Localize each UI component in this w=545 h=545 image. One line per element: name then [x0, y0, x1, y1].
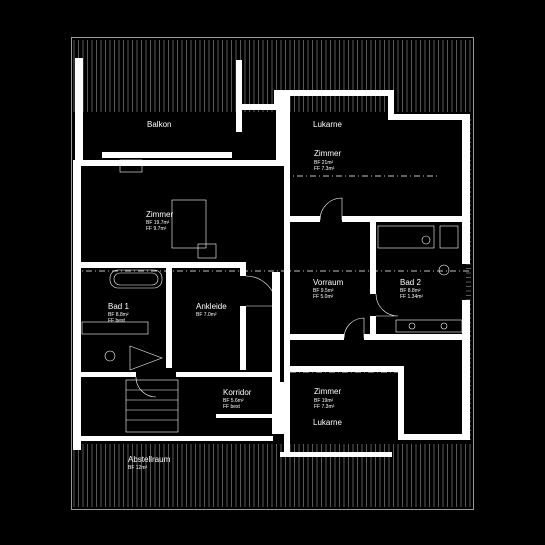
ankleide-label: Ankleide: [196, 302, 227, 311]
zimmer-top-right-bf: BF 21m²: [314, 160, 334, 166]
walls: [73, 58, 470, 457]
bad2-label: Bad 2: [400, 278, 421, 287]
bad2-ff: FF 1.34m²: [400, 294, 423, 300]
zimmer-top-right-ff: FF 7.3m²: [314, 166, 335, 172]
stairs-icon: [125, 379, 179, 433]
zimmer-bottom-right-ff: FF 7.3m²: [314, 404, 335, 410]
korridor-bf: BF 5.6m²: [223, 398, 244, 404]
outer-boundary: [71, 37, 474, 510]
zimmer-bottom-right-bf: BF 19m²: [314, 398, 334, 404]
bathtub-icon: [109, 269, 163, 289]
roof-hatching-top: [73, 40, 471, 112]
bad2-bf: BF 8.8m²: [400, 288, 421, 294]
zimmer-main-bf: BF 19.7m²: [146, 220, 170, 226]
zimmer-main-ff: FF 9.7m²: [146, 226, 167, 232]
bad1-bf: BF 8.8m²: [108, 312, 129, 318]
bad2-vanity-icon: [395, 319, 463, 333]
ankleide-bf: BF 7.0m²: [196, 312, 217, 318]
balkon-label: Balkon: [147, 120, 171, 129]
bad1-label: Bad 1: [108, 302, 129, 311]
bad2-toilet-icon: [439, 225, 459, 249]
roof-hatching-bottom: [73, 444, 471, 507]
korridor-label: Korridor: [223, 388, 252, 397]
zimmer-bottom-right-label: Zimmer: [314, 387, 341, 396]
vorraum-label: Vorraum: [313, 278, 344, 287]
zimmer-main-label: Zimmer: [146, 210, 173, 219]
abstellraum-label: Abstellraum: [128, 455, 171, 464]
fixtures: [81, 159, 463, 371]
vanity-icon: [81, 321, 149, 335]
abstellraum-bf: BF 12m²: [128, 465, 148, 471]
zimmer-top-right-label: Zimmer: [314, 149, 341, 158]
lukarne-bottom-label: Lukarne: [313, 418, 342, 427]
vorraum-bf: BF 9.5m²: [313, 288, 334, 294]
shower-tray-icon: [377, 225, 435, 249]
korridor-ff: FF best: [223, 404, 241, 410]
shower-icon: [129, 345, 163, 371]
lukarne-top-label: Lukarne: [313, 120, 342, 129]
bad1-ff: FF best: [108, 318, 126, 324]
doors: [125, 197, 399, 433]
bed-icon: [171, 199, 207, 249]
toilet-icon: [104, 350, 116, 362]
vorraum-ff: FF 5.0m²: [313, 294, 334, 300]
